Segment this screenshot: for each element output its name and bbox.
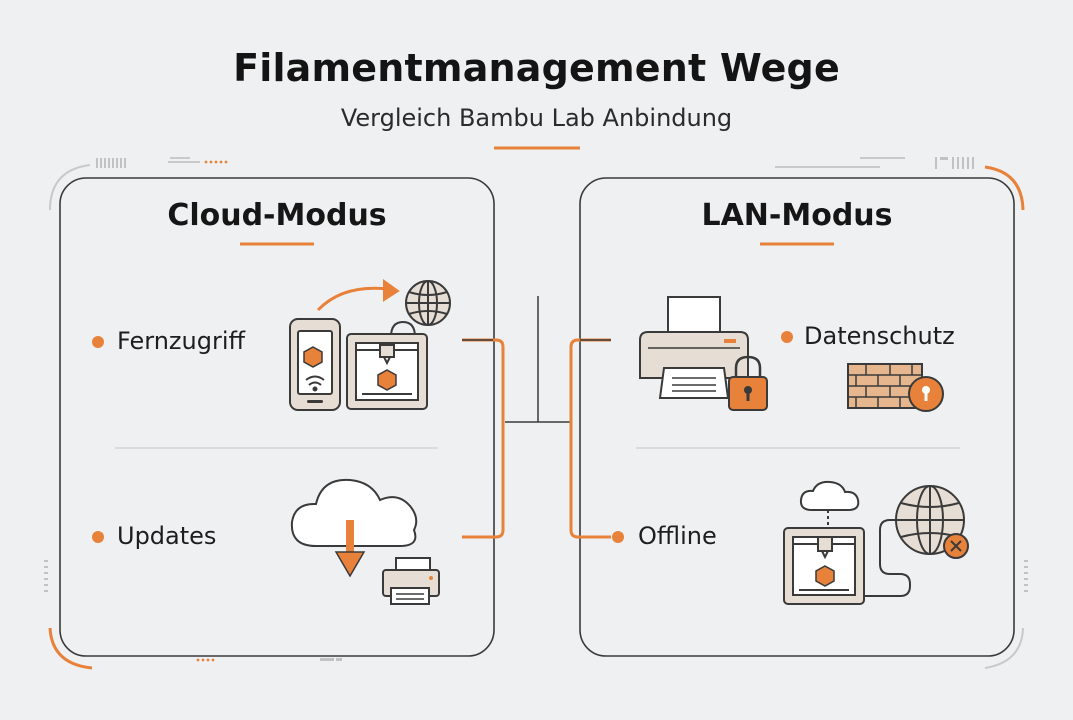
corner-arc-bottom-right — [984, 627, 1024, 669]
bullet-datenschutz — [781, 331, 793, 343]
page-title: Filamentmanagement Wege — [233, 46, 840, 90]
item-label-fernzugriff: Fernzugriff — [117, 327, 246, 355]
page-subtitle: Vergleich Bambu Lab Anbindung — [340, 104, 733, 132]
printer-lock-firewall-icon — [639, 296, 944, 412]
corner-arc-bottom-left — [48, 627, 93, 670]
item-label-offline: Offline — [638, 522, 717, 550]
cloud-download-printer-icon — [290, 478, 440, 605]
printer-globe-disconnected-icon — [783, 480, 969, 605]
phone-to-printer-remote-icon — [289, 279, 451, 411]
central-connector — [462, 296, 611, 539]
bullet-fernzugriff — [92, 336, 104, 348]
panel-lan-title: LAN-Modus — [701, 198, 893, 233]
corner-decoration-top-right — [775, 157, 974, 169]
bullet-updates — [92, 531, 104, 543]
corner-dots-top-left — [204, 160, 228, 164]
panel-cloud-title: Cloud-Modus — [167, 198, 387, 233]
panel-lan-frame — [579, 177, 1015, 657]
bullet-offline — [612, 531, 624, 543]
item-label-datenschutz: Datenschutz — [804, 322, 955, 350]
panel-cloud-frame — [59, 177, 495, 657]
corner-dots-bottom-left — [196, 658, 215, 662]
corner-arc-top-right — [984, 165, 1025, 211]
corner-decoration-bottom-right — [1024, 560, 1028, 592]
item-label-updates: Updates — [117, 522, 217, 550]
corner-decoration-bottom-left — [44, 560, 342, 661]
corner-decoration-top-left — [49, 157, 200, 211]
